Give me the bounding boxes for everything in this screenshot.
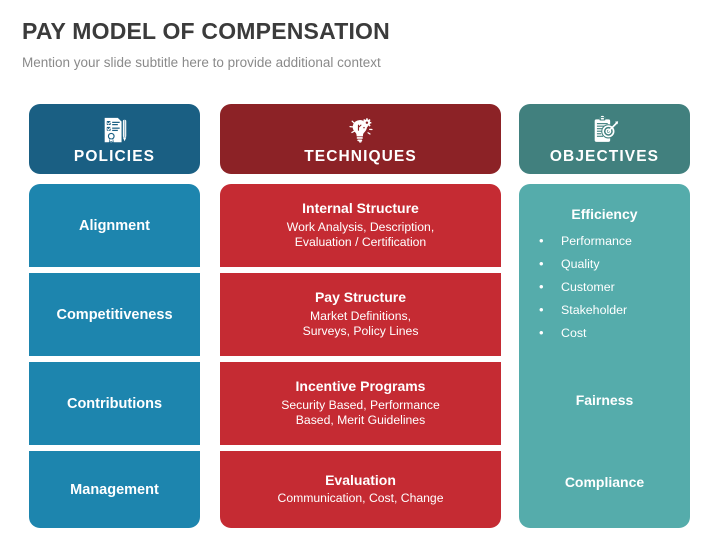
bullet-dot-icon: • xyxy=(539,325,544,340)
objectives-panel[interactable]: Efficiency • Performance • Quality • Cus… xyxy=(519,184,690,528)
bullet-dot-icon: • xyxy=(539,302,544,317)
column-objectives: OBJECTIVES Efficiency • Performance • Qu… xyxy=(519,104,690,528)
list-item: • Cost xyxy=(539,326,689,349)
objectives-bullet-label: Cost xyxy=(561,326,587,340)
techniques-item-evaluation[interactable]: Evaluation Communication, Cost, Change xyxy=(220,451,501,528)
list-item: • Quality xyxy=(539,257,689,280)
techniques-item-title: Incentive Programs xyxy=(295,378,426,395)
policies-item-alignment[interactable]: Alignment xyxy=(29,184,200,267)
techniques-item-desc: Communication, Cost, Change xyxy=(277,491,444,506)
objectives-bullet-label: Quality xyxy=(561,257,600,271)
policies-item-competitiveness[interactable]: Competitiveness xyxy=(29,273,200,356)
objectives-bullet-list: • Performance • Quality • Customer • Sta… xyxy=(539,234,689,349)
objectives-heading-fairness: Fairness xyxy=(575,392,634,408)
page-subtitle: Mention your slide subtitle here to prov… xyxy=(22,55,381,70)
column-header-objectives[interactable]: OBJECTIVES xyxy=(519,104,690,174)
document-checklist-pen-icon xyxy=(100,115,130,145)
column-header-techniques[interactable]: TECHNIQUES xyxy=(220,104,501,174)
page-title: PAY MODEL OF COMPENSATION xyxy=(22,18,390,44)
list-item: • Stakeholder xyxy=(539,303,689,326)
column-header-objectives-label: OBJECTIVES xyxy=(549,147,660,165)
policies-item-label: Competitiveness xyxy=(56,306,173,323)
objectives-bullet-label: Stakeholder xyxy=(561,303,628,317)
list-item: • Performance xyxy=(539,234,689,257)
column-techniques: TECHNIQUES Internal Structure Work Analy… xyxy=(220,104,501,528)
policies-item-label: Management xyxy=(70,481,159,498)
techniques-item-title: Internal Structure xyxy=(302,200,419,217)
techniques-item-pay-structure[interactable]: Pay Structure Market Definitions,Surveys… xyxy=(220,273,501,356)
clipboard-target-icon xyxy=(590,115,620,145)
column-policies: POLICIES Alignment Competitiveness Contr… xyxy=(29,104,200,528)
policies-item-management[interactable]: Management xyxy=(29,451,200,528)
techniques-item-internal-structure[interactable]: Internal Structure Work Analysis, Descri… xyxy=(220,184,501,267)
objectives-heading-efficiency: Efficiency xyxy=(571,206,638,222)
techniques-item-desc: Work Analysis, Description,Evaluation / … xyxy=(286,219,435,250)
techniques-item-title: Evaluation xyxy=(325,471,396,488)
bullet-dot-icon: • xyxy=(539,279,544,294)
policies-item-label: Contributions xyxy=(66,395,163,412)
techniques-item-title: Pay Structure xyxy=(314,289,407,306)
policies-item-label: Alignment xyxy=(79,217,150,234)
objectives-bullet-label: Performance xyxy=(561,234,632,248)
objectives-heading-compliance: Compliance xyxy=(564,474,645,490)
column-header-techniques-label: TECHNIQUES xyxy=(304,147,417,165)
policies-item-contributions[interactable]: Contributions xyxy=(29,362,200,445)
column-header-policies-label: POLICIES xyxy=(73,147,156,165)
techniques-item-incentive-programs[interactable]: Incentive Programs Security Based, Perfo… xyxy=(220,362,501,445)
list-item: • Customer xyxy=(539,280,689,303)
bullet-dot-icon: • xyxy=(539,233,544,248)
bullet-dot-icon: • xyxy=(539,256,544,271)
column-header-policies[interactable]: POLICIES xyxy=(29,104,200,174)
objectives-bullet-label: Customer xyxy=(561,280,615,294)
techniques-item-desc: Market Definitions,Surveys, Policy Lines xyxy=(302,308,419,339)
lightbulb-gear-icon xyxy=(346,115,376,145)
